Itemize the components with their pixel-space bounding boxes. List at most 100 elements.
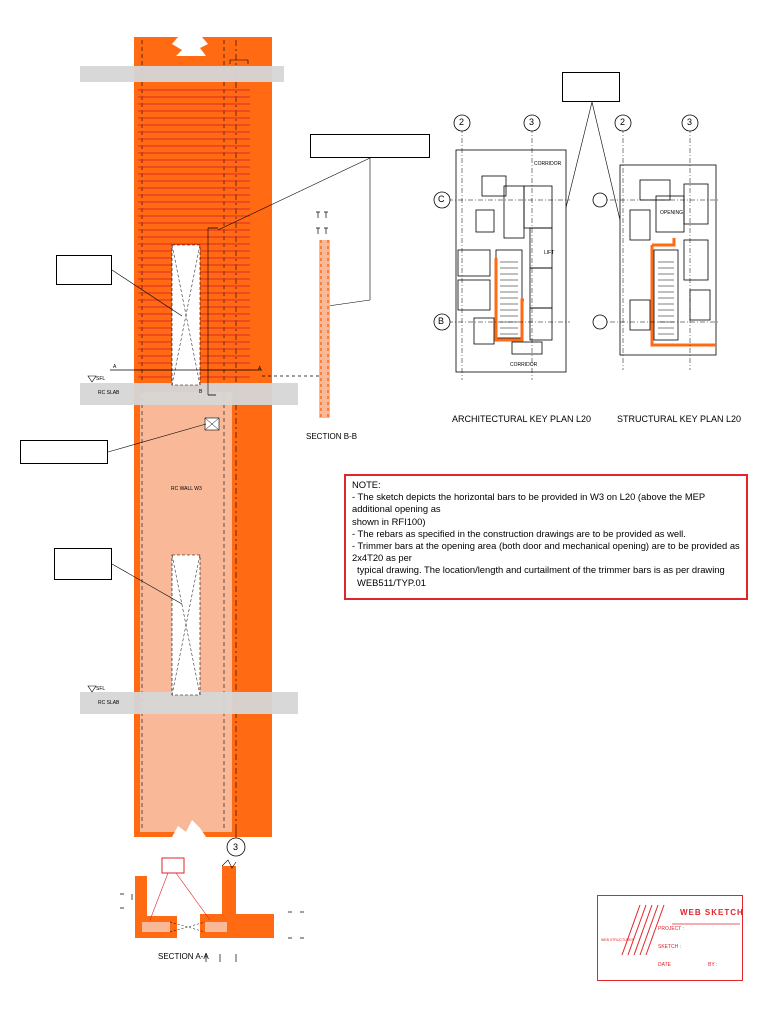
grid-bubble-3 xyxy=(226,837,246,857)
leader-left-upper xyxy=(111,269,183,317)
break-line-top xyxy=(170,37,210,56)
section-aa-fill-right xyxy=(205,922,227,932)
slab-label-upper: RC SLAB xyxy=(98,390,120,396)
opening-cross-lower-2 xyxy=(171,554,201,696)
struct-element xyxy=(683,239,709,281)
callout-box-left-upper xyxy=(56,255,112,285)
section-a-label-right: A xyxy=(258,366,262,372)
struct-grid-2-label: 2 xyxy=(620,117,626,127)
stamp-project: PROJECT : xyxy=(658,926,685,932)
section-aa-break-top xyxy=(221,859,237,869)
stamp-logo-text: WEB STRUCTURES xyxy=(601,938,634,942)
arch-corridor-top: CORRIDOR xyxy=(534,161,562,167)
arch-grid-c-label: C xyxy=(438,194,445,204)
mech-cross-2 xyxy=(204,417,220,431)
struct-grid-2-bubble xyxy=(614,114,632,132)
struct-plan-caption: STRUCTURAL KEY PLAN L20 xyxy=(617,414,742,424)
arch-room xyxy=(457,249,491,277)
opening-cross-upper-2 xyxy=(171,244,201,386)
level-label-lower: SFL xyxy=(96,686,106,692)
arch-room xyxy=(511,341,543,355)
note-line-2: - The rebars as specified in the constru… xyxy=(352,527,686,539)
section-aa-callout xyxy=(161,857,185,874)
section-bb-caption: SECTION B-B xyxy=(306,432,358,441)
struct-element xyxy=(653,249,679,341)
level-marker-lower xyxy=(87,685,97,693)
callout-box-plan xyxy=(562,72,620,102)
note-line-3b: typical drawing. The location/length and… xyxy=(357,564,725,588)
arch-grid-b-bubble xyxy=(433,313,451,331)
leader-plan-2 xyxy=(591,101,621,221)
struct-plan-frame xyxy=(619,164,717,356)
stamp-logo xyxy=(621,904,740,956)
note-line-3: - Trimmer bars at the opening area (both… xyxy=(352,540,740,564)
section-aa-fill-left xyxy=(142,922,170,932)
top-marker xyxy=(229,59,249,64)
section-aa-leader-1 xyxy=(149,872,169,921)
arch-grid-2-label: 2 xyxy=(459,117,465,127)
arch-orange-run xyxy=(494,258,524,342)
section-aa-marks xyxy=(120,893,304,962)
arch-grid-c-bubble xyxy=(433,191,451,209)
arch-grid-3-bubble xyxy=(523,114,541,132)
web-sketch-stamp: WEB SKETCH PROJECT : SKETCH : DATE BY : … xyxy=(597,895,743,981)
struct-grid-3-label: 3 xyxy=(687,117,693,127)
note-box: NOTE: - The sketch depicts the horizonta… xyxy=(344,474,748,600)
stamp-sketch: SKETCH : xyxy=(658,944,682,950)
arch-room xyxy=(473,317,495,345)
section-a-label-left: A xyxy=(113,364,117,370)
callout-box-left-lower xyxy=(54,548,112,580)
slab-label-lower: RC SLAB xyxy=(98,700,120,706)
wall-label: RC WALL W3 xyxy=(171,486,202,492)
section-bb-marks xyxy=(316,211,328,234)
slab-band-low xyxy=(80,692,298,714)
level-marker-upper xyxy=(87,375,97,383)
arch-grid-2-bubble xyxy=(453,114,471,132)
arch-plan-linework xyxy=(457,175,553,355)
leader-top-right-3 xyxy=(327,299,371,307)
arch-room xyxy=(475,209,495,233)
struct-opening-label: OPENING xyxy=(660,210,684,216)
callout-box-left-mid xyxy=(20,440,108,464)
level-label-upper: SFL xyxy=(96,376,106,382)
arch-grid-3-label: 3 xyxy=(529,117,535,127)
leader-left-mid xyxy=(107,423,207,453)
wall-elevation xyxy=(80,37,330,857)
struct-grid-b-bubble xyxy=(592,314,608,330)
section-aa-caption: SECTION A-A xyxy=(158,952,209,961)
section-aa xyxy=(120,857,304,962)
break-line-bottom xyxy=(172,820,206,837)
leader-top-right xyxy=(217,157,371,231)
callout-box-top-right xyxy=(310,134,430,158)
section-bb xyxy=(316,211,330,418)
arch-corridor-bottom: CORRIDOR xyxy=(510,362,538,368)
struct-element xyxy=(629,209,651,241)
stamp-by: BY : xyxy=(708,962,718,968)
slab-band-top xyxy=(80,66,284,82)
arch-grid-b-label: B xyxy=(438,316,445,326)
arch-lift-label: LIFT xyxy=(544,250,555,256)
arch-room xyxy=(529,307,553,341)
struct-grid-3-bubble xyxy=(681,114,699,132)
arch-plan-caption: ARCHITECTURAL KEY PLAN L20 xyxy=(452,414,592,424)
grid-bubble-3-label: 3 xyxy=(233,842,239,852)
struct-orange-run xyxy=(650,238,716,347)
struct-element xyxy=(655,195,685,233)
arch-room xyxy=(457,279,491,311)
note-line-1: - The sketch depicts the horizontal bars… xyxy=(352,491,705,515)
section-aa-leader-2 xyxy=(175,872,211,921)
wall-light-lower xyxy=(140,712,232,832)
struct-grid-c-bubble xyxy=(592,192,608,208)
section-bb-strip xyxy=(319,240,330,418)
section-b-label: B xyxy=(199,389,203,395)
leader-left-lower xyxy=(111,563,183,605)
slab-band-mid xyxy=(80,383,298,405)
stamp-date: DATE xyxy=(658,962,671,968)
structural-plan xyxy=(592,114,720,370)
note-title: NOTE: xyxy=(352,479,381,490)
note-line-1b: shown in RFI100) xyxy=(352,515,426,527)
struct-element xyxy=(629,299,651,331)
stamp-title: WEB SKETCH xyxy=(680,908,744,917)
architectural-plan xyxy=(433,114,570,380)
